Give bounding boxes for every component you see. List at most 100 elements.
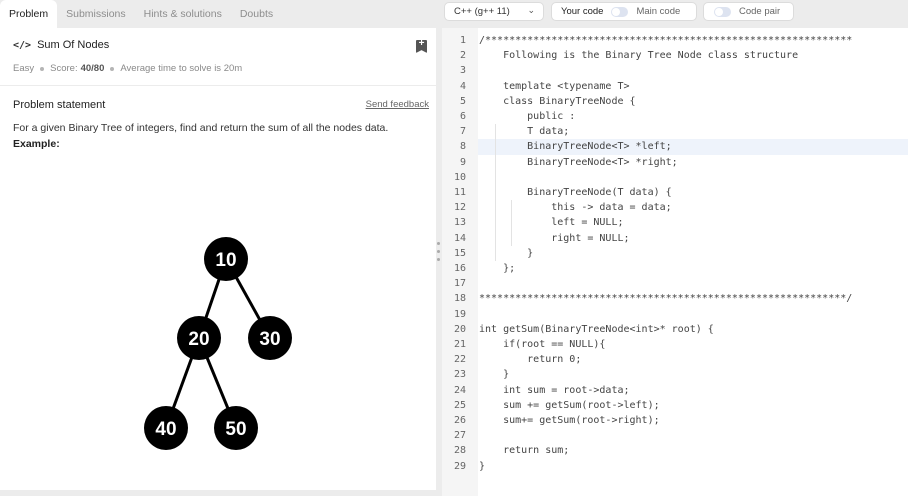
language-select[interactable]: C++ (g++ 11) ⌄ [444, 2, 544, 21]
code-text: } [479, 369, 510, 381]
problem-title-row: </> Sum Of Nodes [13, 39, 109, 51]
chevron-down-icon: ⌄ [527, 5, 535, 15]
line-number: 24 [453, 384, 466, 396]
code-text: sum+= getSum(root->right); [479, 415, 660, 426]
line-number: 8 [459, 141, 466, 153]
tree-node-40: 40 [144, 406, 188, 450]
separator-dot [110, 66, 115, 71]
line-number: 1 [459, 35, 466, 46]
code-line[interactable]: 21 if(root == NULL){ [442, 337, 908, 352]
tab-doubts[interactable]: Doubts [239, 8, 274, 20]
code-line[interactable]: 12 this -> data = data; [442, 200, 908, 215]
line-number: 25 [453, 399, 466, 411]
code-text: return 0; [479, 354, 582, 366]
code-icon: </> [13, 39, 32, 51]
active-line-highlight [478, 139, 908, 155]
svg-text:40: 40 [155, 419, 176, 440]
code-text: template <typename T> [479, 80, 630, 92]
code-text: BinaryTreeNode<T> *right; [479, 156, 678, 168]
line-number: 15 [453, 247, 466, 259]
problem-title: Sum Of Nodes [37, 39, 110, 51]
code-editor[interactable]: 1/**************************************… [442, 28, 908, 496]
code-text: return sum; [479, 445, 570, 457]
tab-problem[interactable]: Problem [0, 0, 58, 28]
code-text: } [479, 247, 534, 259]
code-text: BinaryTreeNode<T> *left; [479, 141, 672, 153]
code-line[interactable]: 29} [442, 459, 908, 474]
code-line[interactable]: 3 [442, 63, 908, 78]
problem-tabs: Problem Submissions Hints & solutions Do… [0, 0, 436, 28]
problem-description: For a given Binary Tree of integers, fin… [13, 122, 389, 134]
code-text: } [479, 460, 486, 472]
line-number: 2 [459, 50, 466, 62]
code-line[interactable]: 23 } [442, 367, 908, 382]
code-line[interactable]: 28 return sum; [442, 443, 908, 458]
pane-resize-handle[interactable] [436, 0, 442, 496]
tree-node-50: 50 [214, 406, 258, 450]
code-line[interactable]: 16 }; [442, 261, 908, 276]
toggle-switch[interactable] [714, 6, 731, 17]
line-number: 27 [453, 430, 466, 442]
code-text: right = NULL; [479, 232, 630, 244]
code-pair-toggle[interactable]: Code pair [703, 2, 794, 21]
code-line[interactable]: 14 right = NULL; [442, 231, 908, 246]
line-number: 28 [453, 445, 466, 457]
line-number: 10 [453, 171, 466, 183]
language-value: C++ (g++ 11) [454, 6, 510, 17]
code-view-toggle[interactable]: Your code Main code [551, 2, 697, 21]
line-number: 6 [459, 111, 466, 122]
code-line[interactable]: 8 BinaryTreeNode<T> *left; [442, 139, 908, 154]
tree-node-10: 10 [204, 237, 248, 281]
tab-hints-solutions[interactable]: Hints & solutions [143, 8, 222, 20]
line-number: 19 [453, 308, 466, 320]
line-number: 11 [453, 187, 466, 198]
code-line[interactable]: 9 BinaryTreeNode<T> *right; [442, 155, 908, 170]
code-line[interactable]: 10 [442, 170, 908, 185]
code-line[interactable]: 7 T data; [442, 124, 908, 139]
code-text: this -> data = data; [479, 202, 672, 214]
code-pair-label: Code pair [739, 6, 781, 17]
resize-grip-dot [437, 250, 440, 253]
code-line[interactable]: 24 int sum = root->data; [442, 383, 908, 398]
line-number: 18 [453, 293, 466, 305]
code-text: BinaryTreeNode(T data) { [479, 187, 672, 198]
line-number: 3 [459, 65, 466, 77]
send-feedback-link[interactable]: Send feedback [365, 99, 429, 110]
toggle-switch[interactable] [611, 6, 629, 17]
line-number: 23 [453, 369, 466, 381]
difficulty-label: Easy [13, 63, 35, 74]
code-line[interactable]: 6 public : [442, 109, 908, 124]
bookmark-add-icon[interactable]: + [416, 40, 427, 53]
average-time: Average time to solve is 20m [120, 63, 243, 74]
code-line[interactable]: 1/**************************************… [442, 33, 908, 48]
code-line[interactable]: 19 [442, 307, 908, 322]
code-line[interactable]: 26 sum+= getSum(root->right); [442, 413, 908, 428]
tab-submissions[interactable]: Submissions [66, 8, 126, 20]
binary-tree-diagram: 10 20 30 40 50 [144, 237, 292, 450]
problem-meta: Easy Score:40/80 Average time to solve i… [13, 63, 242, 74]
code-line[interactable]: 2 Following is the Binary Tree Node clas… [442, 48, 908, 63]
divider [0, 85, 436, 86]
svg-text:30: 30 [259, 329, 280, 350]
code-text: T data; [479, 126, 570, 138]
line-number: 26 [453, 415, 466, 426]
code-line[interactable]: 25 sum += getSum(root->left); [442, 398, 908, 413]
code-line[interactable]: 4 template <typename T> [442, 79, 908, 94]
code-line[interactable]: 18 **************************************… [442, 291, 908, 306]
code-line[interactable]: 5 class BinaryTreeNode { [442, 94, 908, 109]
code-line[interactable]: 11 BinaryTreeNode(T data) { [442, 185, 908, 200]
code-line[interactable]: 27 [442, 428, 908, 443]
tree-node-20: 20 [177, 316, 221, 360]
code-line[interactable]: 17 [442, 276, 908, 291]
code-text: ****************************************… [479, 293, 853, 305]
code-line[interactable]: 22 return 0; [442, 352, 908, 367]
code-text: if(root == NULL){ [479, 339, 606, 350]
separator-dot [40, 66, 45, 71]
code-line[interactable]: 15 } [442, 246, 908, 261]
problem-panel: </> Sum Of Nodes + Easy Score:40/80 Aver… [0, 28, 436, 490]
line-number: 20 [453, 323, 466, 335]
problem-pane: Problem Submissions Hints & solutions Do… [0, 0, 436, 496]
main-code-label: Main code [636, 6, 681, 17]
code-line[interactable]: 13 left = NULL; [442, 215, 908, 230]
